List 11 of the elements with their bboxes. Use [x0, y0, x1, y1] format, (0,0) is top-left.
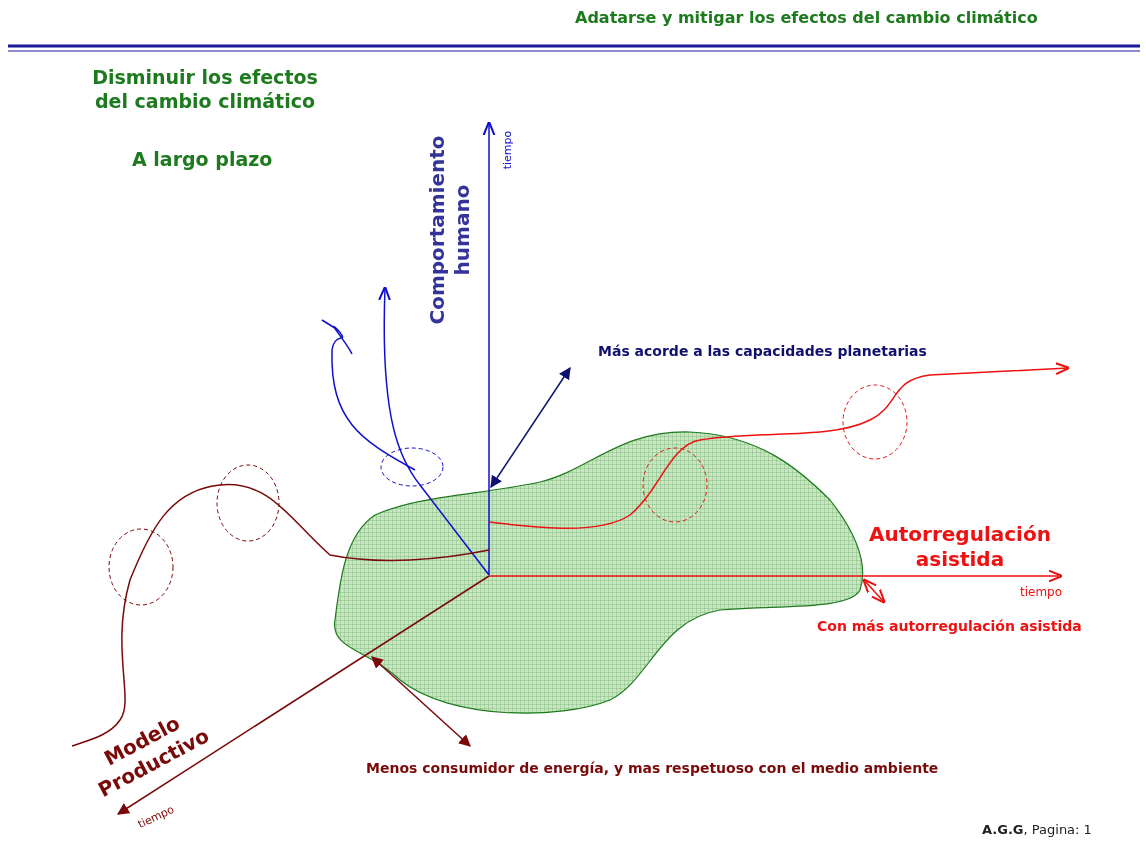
page-title: Adatarse y mitigar los efectos del cambio climático — [575, 8, 1038, 27]
subheading-text: A largo plazo — [132, 148, 273, 170]
annotation-text: Menos consumidor de energía, y mas respetuoso con el medio ambiente — [366, 760, 939, 776]
axis-label: tiempo — [1020, 585, 1063, 599]
footer-text: A.G.G, Pagina: 1 — [982, 822, 1092, 837]
axis-label: tiempo — [500, 130, 514, 170]
annotation-text: Más acorde a las capacidades planetarias — [598, 343, 927, 359]
heading-text: Disminuir los efectos del cambio climático — [91, 66, 319, 114]
annotation-text: Con más autorregulación asistida — [817, 618, 1082, 634]
axis-label: Comportamiento humano — [425, 134, 475, 327]
axis-label: Autorregulación asistida — [868, 522, 1052, 572]
